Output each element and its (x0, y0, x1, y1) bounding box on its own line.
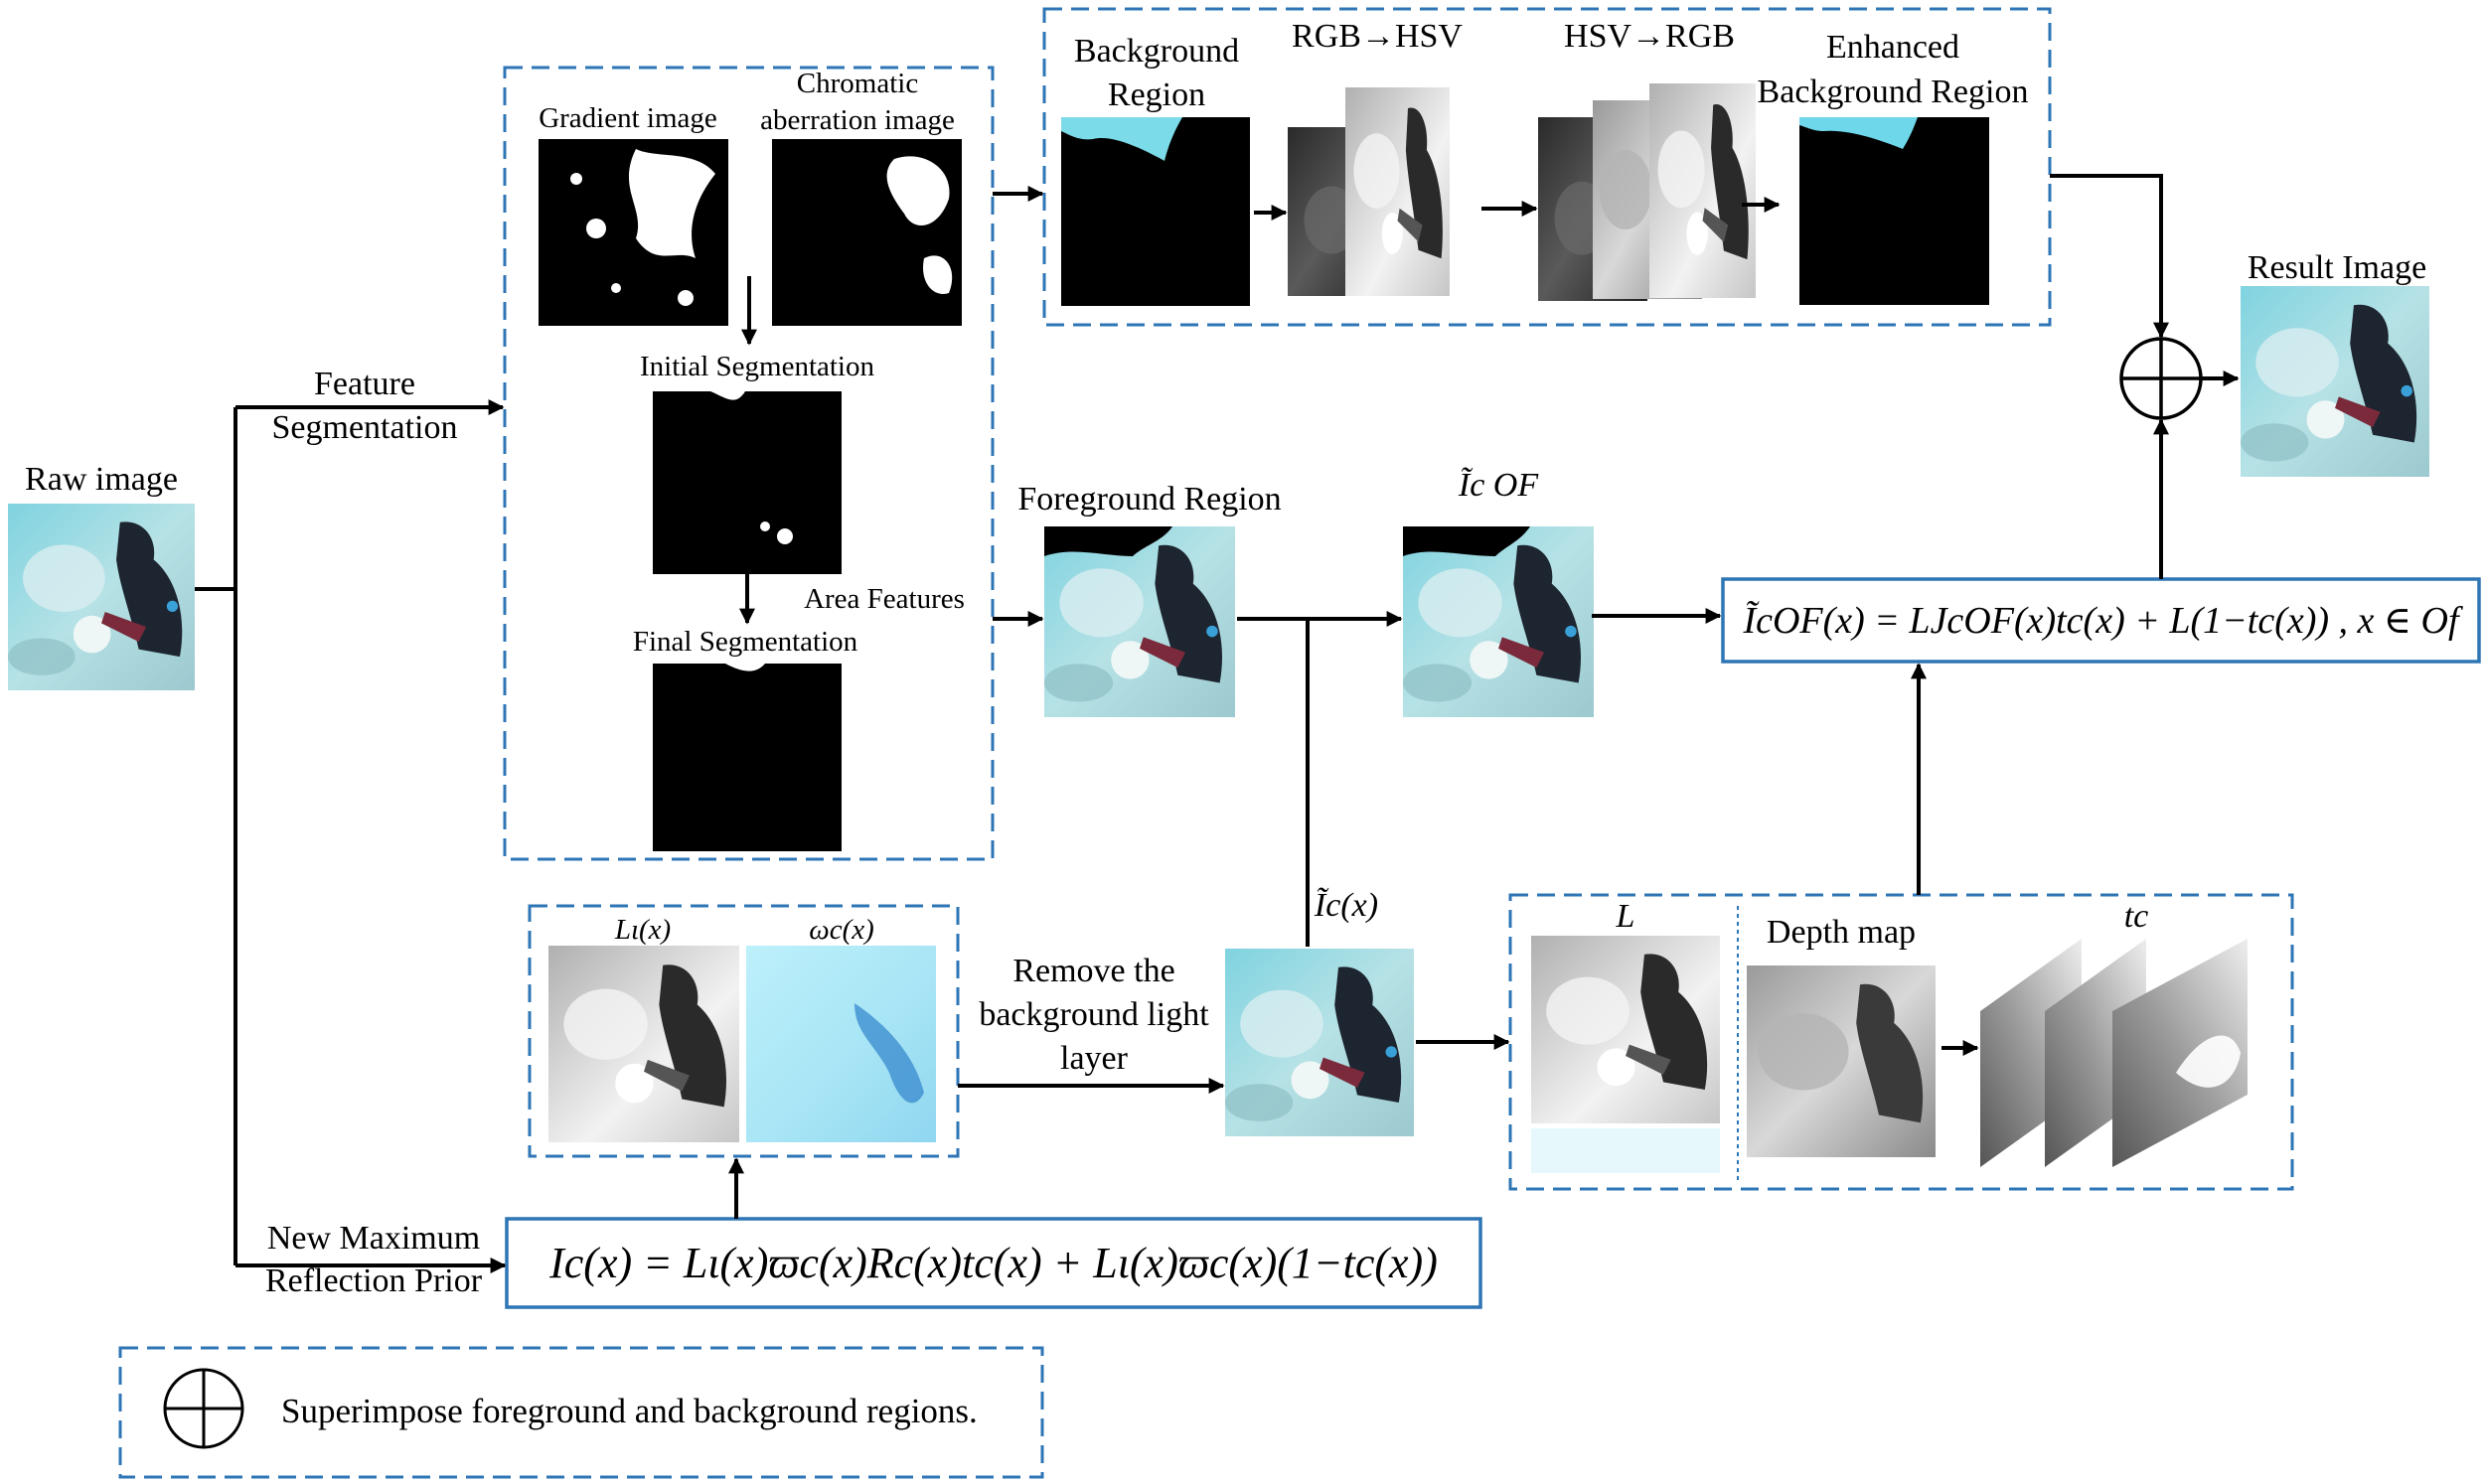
chromatic-label-1: Chromatic (796, 68, 919, 99)
lt-image (548, 946, 739, 1142)
i-tilde-label: Ĩc(x) (1314, 887, 1379, 924)
hsv-rgb-label: HSV→RGB (1564, 18, 1735, 55)
result-image-label: Result Image (2247, 249, 2427, 286)
remove-light-label-2: background light (979, 996, 1209, 1033)
initial-segmentation-label: Initial Segmentation (640, 351, 874, 382)
illumination-box (528, 904, 960, 1158)
depth-map-image (1747, 965, 1936, 1157)
segmentation-box (503, 66, 995, 861)
raw-image-label: Raw image (25, 461, 178, 498)
result-image (2241, 286, 2429, 477)
l-image (1531, 936, 1720, 1173)
tc-label: tc (2123, 898, 2149, 935)
foreground-equation: ĨcOF(x) = LJcOF(x)tc(x) + L(1−tc(x)) , x… (1743, 600, 2459, 642)
arrow-enhanced-to-oplus (2050, 174, 2169, 339)
remove-light-label-3: layer (1060, 1040, 1128, 1077)
gradient-image-label: Gradient image (539, 102, 717, 134)
gradient-image (539, 139, 728, 326)
i-of-image (1403, 526, 1594, 717)
depth-map-label: Depth map (1766, 914, 1917, 951)
legend-oplus-icon (163, 1368, 244, 1449)
transmission-box (1508, 893, 2294, 1191)
background-region-image (1061, 117, 1250, 306)
raw-image (8, 504, 195, 690)
remove-light-label-1: Remove the (1012, 953, 1175, 989)
rgb-hsv-label: RGB→HSV (1292, 18, 1463, 55)
i-of-label: Ĩc OF (1458, 467, 1539, 504)
i-tilde-image (1225, 949, 1414, 1136)
rgb-layer-light (1649, 83, 1756, 298)
feature-segmentation-label-1: Feature (314, 366, 415, 402)
background-region-label-2: Region (1107, 76, 1206, 113)
prior-label-1: New Maximum (266, 1220, 481, 1257)
initial-segmentation-image (653, 391, 842, 574)
foreground-equation-box (1721, 577, 2481, 664)
final-segmentation-label: Final Segmentation (632, 626, 858, 658)
enhanced-background-image (1799, 117, 1989, 305)
reflection-equation: Ic(x) = Lι(x)ϖc(x)Rc(x)tc(x) + Lι(x)ϖc(x… (549, 1239, 1438, 1287)
background-enhancement-box (1042, 7, 2052, 327)
omega-label: ωc(x) (809, 914, 874, 946)
l-label: L (1616, 898, 1635, 935)
chromatic-label-2: aberration image (760, 104, 955, 136)
area-features-label: Area Features (804, 583, 965, 615)
lt-label: Lι(x) (614, 914, 672, 946)
chromatic-aberration-image (772, 139, 962, 326)
final-segmentation-image (653, 664, 842, 851)
feature-segmentation-label-2: Segmentation (271, 409, 458, 446)
foreground-region-label: Foreground Region (1017, 481, 1282, 518)
enhanced-label-2: Background Region (1757, 74, 2029, 110)
omega-image (746, 946, 936, 1142)
tc-layer-front (2112, 939, 2248, 1167)
legend-box (118, 1346, 1044, 1479)
superimpose-oplus-icon (2119, 337, 2203, 420)
foreground-region-image (1044, 526, 1235, 717)
prior-label-2: Reflection Prior (264, 1262, 483, 1299)
reflection-equation-box (505, 1217, 1482, 1309)
enhanced-label-1: Enhanced (1825, 29, 1960, 66)
hsv-layer-light (1345, 87, 1450, 296)
legend-text: Superimpose foreground and background re… (281, 1392, 978, 1430)
background-region-label-1: Background (1073, 33, 1240, 70)
